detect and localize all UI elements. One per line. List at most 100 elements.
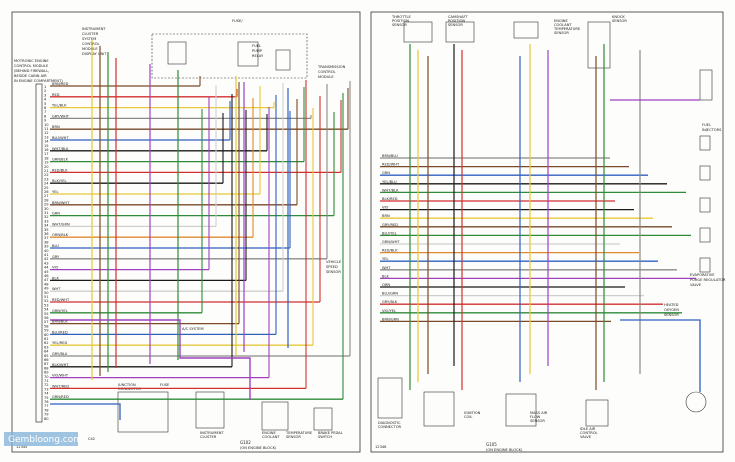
- pin-number: 40: [44, 249, 49, 253]
- right-wire-codes: BRN/BLURED/WHTGRNYEL/BLUWHT/BLKBLK/REDVI…: [382, 154, 400, 321]
- injector-4: [699, 227, 711, 243]
- wire-code: WHT: [52, 287, 61, 291]
- wire-code: ORN: [382, 283, 390, 287]
- pin-number: 53: [44, 303, 49, 307]
- relay-1: [167, 41, 187, 65]
- pin-number: 74: [44, 392, 49, 396]
- injector-2: [699, 165, 711, 181]
- svg-text:IGNITION: IGNITION: [464, 411, 481, 415]
- pin-number: 37: [44, 236, 49, 240]
- svg-text:CONTROL: CONTROL: [318, 70, 336, 74]
- wire-code: GRN/RED: [52, 395, 69, 399]
- svg-text:HEATED: HEATED: [664, 303, 679, 307]
- knock-sensor: [587, 21, 611, 69]
- svg-text:VALVE: VALVE: [690, 283, 702, 287]
- pin-number: 54: [44, 308, 49, 312]
- idle-air-control: [699, 69, 713, 101]
- svg-text:CONTROL: CONTROL: [580, 431, 598, 435]
- pin-number: 66: [44, 358, 49, 362]
- wire-code: RED/WHT: [52, 298, 70, 302]
- wire-code: BRN/RED: [52, 82, 69, 86]
- watermark-badge: [4, 432, 78, 446]
- watermark-text: Gembloong.com: [8, 435, 82, 445]
- pin-number: 28: [44, 198, 49, 202]
- svg-text:FLOW: FLOW: [530, 415, 541, 419]
- svg-text:JUNCTION: JUNCTION: [117, 383, 136, 387]
- wire-code: YEL: [52, 190, 58, 194]
- page-number-right: 12346: [375, 445, 387, 449]
- fuel-pump-relay: [237, 41, 259, 67]
- brake-pedal-switch: [313, 407, 333, 431]
- ecm-module-outline: [35, 83, 43, 423]
- instrument-cluster-label: INSTRUMENT CLUSTER SYSTEM CONTROL MODULE…: [82, 27, 107, 56]
- diagnostic-connector: [377, 377, 403, 419]
- wire-code: BLK: [382, 274, 389, 278]
- svg-text:INSTRUMENT: INSTRUMENT: [200, 431, 224, 435]
- svg-text:TRANSMISSION: TRANSMISSION: [317, 65, 346, 69]
- wire-code: BRN: [52, 125, 60, 129]
- svg-text:VALVE: VALVE: [580, 435, 592, 439]
- svg-text:SENSOR: SENSOR: [286, 435, 301, 439]
- right-bottom-labels: IGNITION COIL MASS AIR FLOW SENSOR IDLE …: [464, 411, 598, 439]
- left-bottom-labels: JUNCTION CONNECTOR FUSE INSTRUMENT CLUST…: [117, 383, 343, 439]
- pin-number: 77: [44, 404, 49, 408]
- page-number-left: 12345: [16, 445, 27, 449]
- svg-text:CONTROL MODULE: CONTROL MODULE: [14, 64, 49, 68]
- pin-number: 33: [44, 219, 49, 223]
- pin-number: 24: [44, 182, 49, 186]
- pin-number: 35: [44, 228, 49, 232]
- svg-text:EVAPORATIVE: EVAPORATIVE: [690, 273, 715, 277]
- wire-code: BRN/BLU: [382, 154, 398, 158]
- wire-code: GRN/YEL: [52, 309, 68, 313]
- pin-number: 23: [44, 177, 49, 181]
- mass-air-flow-sensor: [505, 393, 537, 427]
- pin-number: 76: [44, 400, 49, 404]
- svg-text:THROTTLE: THROTTLE: [391, 15, 412, 19]
- svg-text:CONNECTOR: CONNECTOR: [378, 425, 402, 429]
- pin-number: 69: [44, 371, 49, 375]
- evap-label: EVAPORATIVE PURGE REGULATOR VALVE: [690, 273, 726, 287]
- wire-code: BLK/RED: [382, 197, 398, 201]
- svg-text:ENGINE: ENGINE: [554, 19, 568, 23]
- wire-code: GRN/BLK: [52, 158, 69, 162]
- pin-number: 30: [44, 207, 49, 211]
- svg-text:IDLE AIR: IDLE AIR: [580, 427, 596, 431]
- pin-number: 49: [44, 287, 49, 291]
- svg-text:TEMPERATURE: TEMPERATURE: [553, 27, 581, 31]
- pin-number: 79: [44, 413, 49, 417]
- fuel-injectors-label: FUEL INJECTORS: [702, 123, 722, 132]
- injector-1: [699, 135, 711, 151]
- pin-number: 36: [44, 232, 49, 236]
- wire-code: BLU/WHT: [52, 136, 69, 140]
- pin-number: 72: [44, 383, 49, 387]
- pin-number: 2: [44, 89, 46, 93]
- svg-text:SWITCH: SWITCH: [318, 435, 332, 439]
- wire-code: BLU: [52, 244, 59, 248]
- pin-number: 34: [44, 224, 49, 228]
- wire-signal: [620, 319, 701, 392]
- pin-number: 3: [44, 93, 46, 97]
- wire-code: GRY/BLK: [382, 300, 398, 304]
- left-wire-harness: [50, 40, 351, 420]
- svg-text:POSITION: POSITION: [392, 19, 409, 23]
- pin-number: 71: [44, 379, 49, 383]
- pin-number: 57: [44, 320, 49, 324]
- pin-number: 21: [44, 169, 49, 173]
- injector-3: [699, 197, 711, 213]
- right-sheet-frame: [370, 11, 724, 453]
- camshaft-position-sensor: [445, 21, 475, 43]
- coolant-temp-sensor: [261, 401, 289, 431]
- left-sheet-frame: [11, 11, 361, 453]
- wire-signal: [50, 319, 251, 400]
- wire-code: WHT/BLK: [52, 147, 69, 151]
- svg-text:TEMPERATURE: TEMPERATURE: [285, 431, 313, 435]
- wire-code: VIO: [382, 206, 389, 210]
- pin-number: 11: [44, 127, 49, 131]
- svg-text:FUSE: FUSE: [160, 383, 170, 387]
- wire-code: BLK/YEL: [52, 179, 67, 183]
- wire-code: RED: [52, 93, 60, 97]
- diagnostic-label: DIAGNOSTIC CONNECTOR: [378, 421, 402, 429]
- wire-code: RED/BLK: [382, 249, 398, 253]
